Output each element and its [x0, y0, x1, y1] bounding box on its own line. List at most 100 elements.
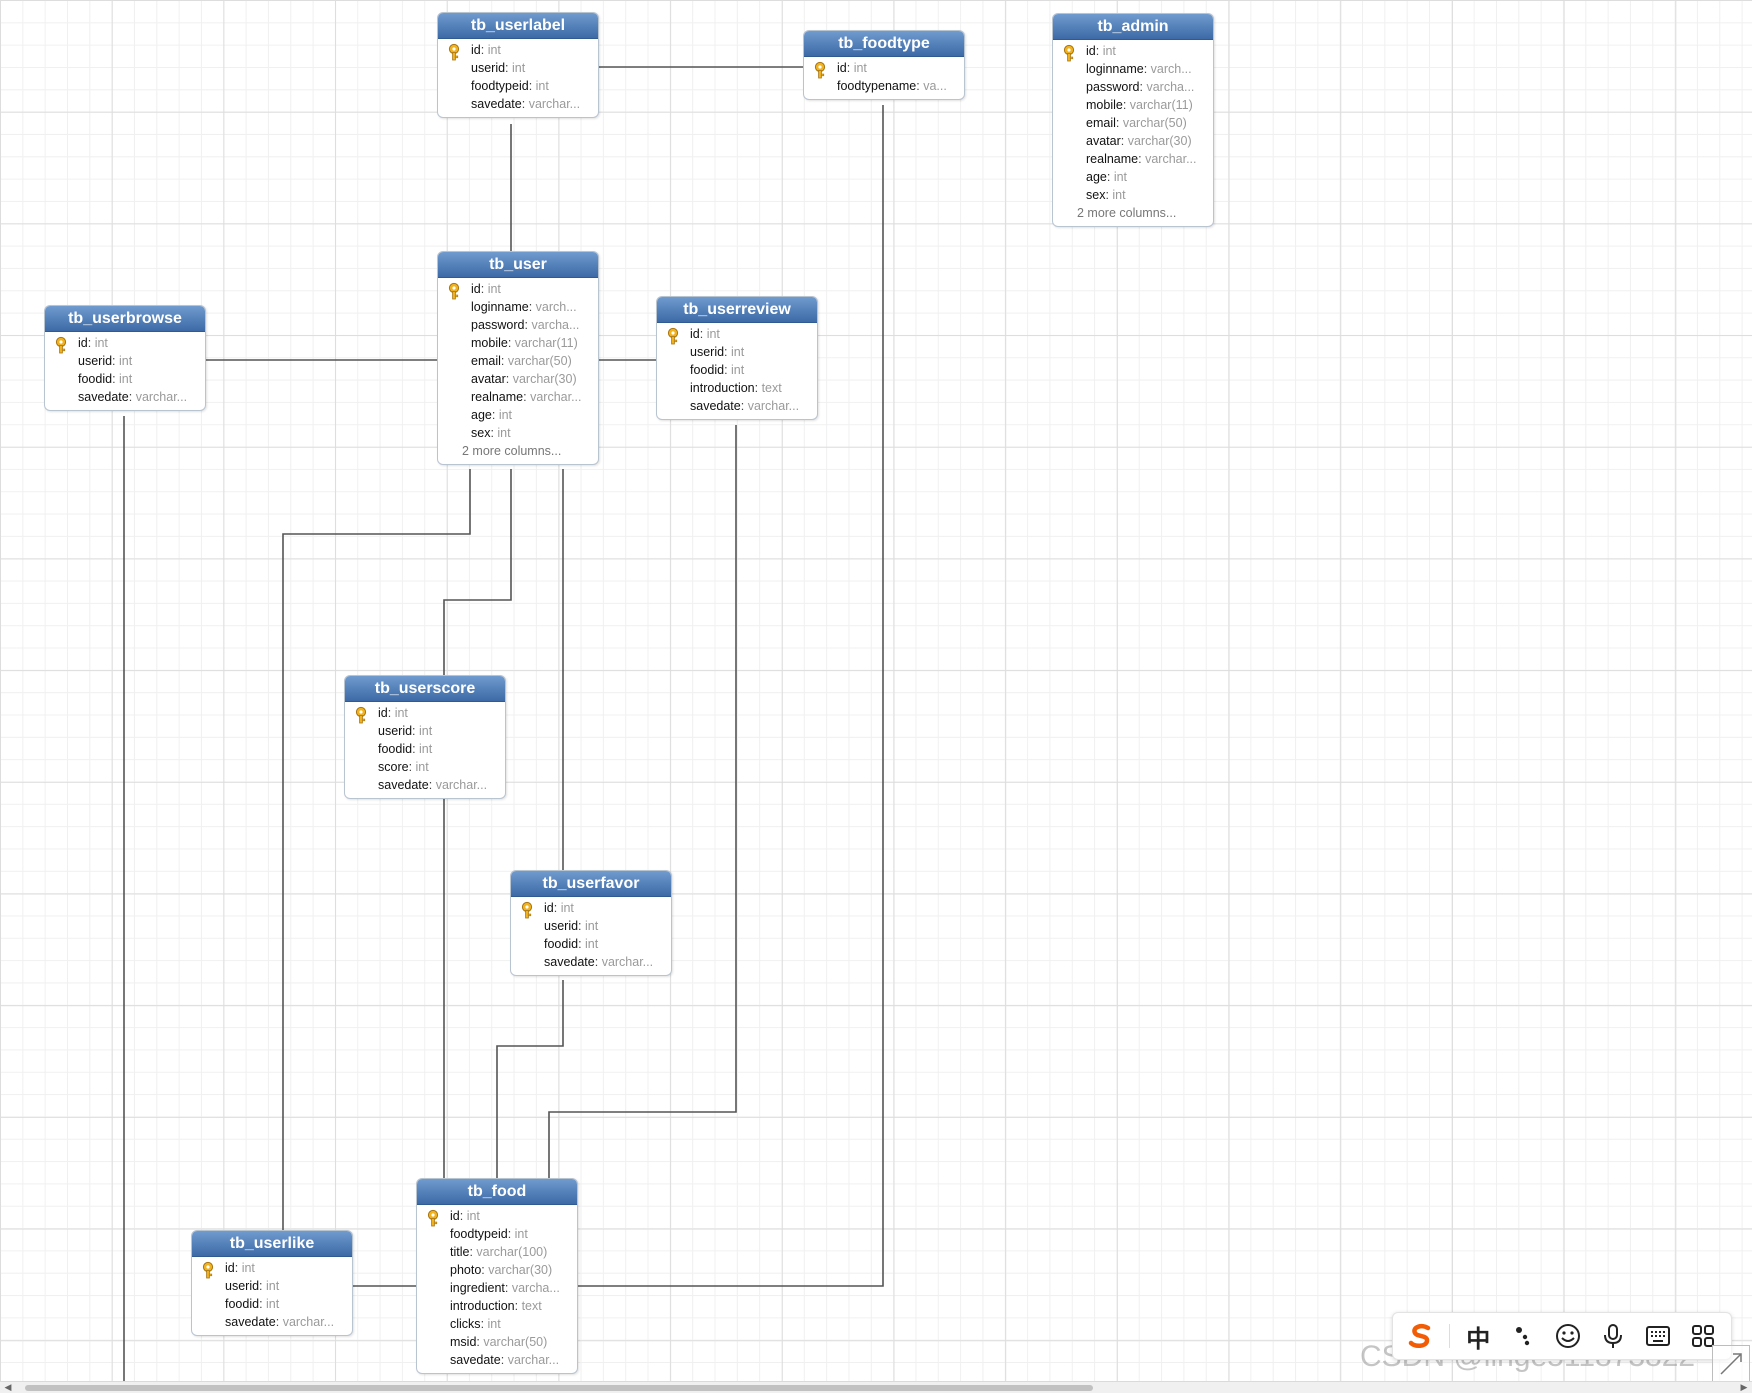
field-row[interactable]: id: int	[345, 704, 505, 722]
field-row[interactable]: age: int	[1053, 168, 1213, 186]
field-row[interactable]: foodtypename: va...	[804, 77, 964, 95]
horizontal-scrollbar[interactable]: ◀ ▶	[0, 1381, 1752, 1393]
field-row[interactable]: sex: int	[438, 424, 598, 442]
microphone-icon[interactable]	[1596, 1319, 1630, 1353]
grid-menu-icon[interactable]	[1686, 1319, 1720, 1353]
field-row[interactable]: foodid: int	[511, 935, 671, 953]
keyboard-icon[interactable]	[1641, 1319, 1675, 1353]
field-row[interactable]: msid: varchar(50)	[417, 1333, 577, 1351]
field-row[interactable]: foodid: int	[345, 740, 505, 758]
field-row[interactable]: introduction: text	[657, 379, 817, 397]
field-row[interactable]: id: int	[657, 325, 817, 343]
more-columns-label[interactable]: 2 more columns...	[462, 444, 562, 458]
relationship-line-tb_userlike-tb_user[interactable]	[282, 469, 471, 1230]
language-toggle-button[interactable]: 中	[1461, 1319, 1495, 1353]
field-row[interactable]: loginname: varch...	[438, 298, 598, 316]
field-row[interactable]: id: int	[438, 41, 598, 59]
field-row[interactable]: foodid: int	[657, 361, 817, 379]
field-type: varchar(30)	[1127, 134, 1192, 148]
field-row[interactable]: savedate: varchar...	[345, 776, 505, 794]
field-row[interactable]: password: varcha...	[438, 316, 598, 334]
field-name: score	[378, 760, 409, 774]
field-type: int	[731, 345, 745, 359]
field-name: savedate	[690, 399, 741, 413]
field-row[interactable]: foodtypeid: int	[438, 77, 598, 95]
entity-title: tb_admin	[1053, 14, 1213, 40]
field-row[interactable]: avatar: varchar(30)	[438, 370, 598, 388]
field-row[interactable]: savedate: varchar...	[657, 397, 817, 415]
scroll-left-icon[interactable]: ◀	[4, 1382, 12, 1392]
field-row[interactable]: id: int	[192, 1259, 352, 1277]
field-separator: :	[408, 760, 416, 774]
field-row[interactable]: savedate: varchar...	[438, 95, 598, 113]
field-row[interactable]: id: int	[1053, 42, 1213, 60]
field-row[interactable]: age: int	[438, 406, 598, 424]
field-row[interactable]: id: int	[417, 1207, 577, 1225]
field-row[interactable]: realname: varchar...	[1053, 150, 1213, 168]
emoji-icon[interactable]	[1551, 1319, 1585, 1353]
field-name: id	[1086, 44, 1096, 58]
scroll-right-icon[interactable]: ▶	[1740, 1382, 1748, 1392]
field-row[interactable]: mobile: varchar(11)	[438, 334, 598, 352]
field-row[interactable]: userid: int	[511, 917, 671, 935]
field-row[interactable]: savedate: varchar...	[45, 388, 205, 406]
field-row[interactable]: score: int	[345, 758, 505, 776]
field-name: userid	[471, 61, 506, 75]
field-row[interactable]: mobile: varchar(11)	[1053, 96, 1213, 114]
scrollbar-thumb[interactable]	[25, 1385, 1093, 1391]
field-row[interactable]: email: varchar(50)	[1053, 114, 1213, 132]
field-row[interactable]: id: int	[804, 59, 964, 77]
field-row[interactable]: userid: int	[45, 352, 205, 370]
sogou-logo-icon[interactable]	[1404, 1319, 1438, 1353]
field-row[interactable]: email: varchar(50)	[438, 352, 598, 370]
field-type: varchar...	[528, 97, 581, 111]
field-row[interactable]: id: int	[511, 899, 671, 917]
field-separator: :	[504, 1281, 512, 1295]
field-row[interactable]: foodid: int	[45, 370, 205, 388]
field-row[interactable]: title: varchar(100)	[417, 1243, 577, 1261]
field-row[interactable]: userid: int	[657, 343, 817, 361]
entity-title: tb_userfavor	[511, 871, 671, 897]
field-row[interactable]: foodid: int	[192, 1295, 352, 1313]
field-row[interactable]: password: varcha...	[1053, 78, 1213, 96]
relationship-line-tb_food-tb_foodtype[interactable]	[577, 105, 884, 1287]
field-row[interactable]: clicks: int	[417, 1315, 577, 1333]
field-row[interactable]: foodtypeid: int	[417, 1225, 577, 1243]
field-type: varchar(50)	[507, 354, 572, 368]
field-row[interactable]: id: int	[438, 280, 598, 298]
more-columns-label[interactable]: 2 more columns...	[1077, 206, 1177, 220]
field-row[interactable]: savedate: varchar...	[511, 953, 671, 971]
field-row[interactable]: loginname: varch...	[1053, 60, 1213, 78]
field-row[interactable]: ingredient: varcha...	[417, 1279, 577, 1297]
field-row[interactable]: savedate: varchar...	[417, 1351, 577, 1369]
field-row[interactable]: avatar: varchar(30)	[1053, 132, 1213, 150]
resize-grip[interactable]	[1712, 1345, 1750, 1383]
field-row[interactable]: userid: int	[438, 59, 598, 77]
field-row[interactable]: photo: varchar(30)	[417, 1261, 577, 1279]
field-row[interactable]: userid: int	[345, 722, 505, 740]
relationship-line-tb_userreview-tb_food[interactable]	[548, 425, 737, 1178]
field-row[interactable]: userid: int	[192, 1277, 352, 1295]
field-row[interactable]: realname: varchar...	[438, 388, 598, 406]
field-row[interactable]: savedate: varchar...	[192, 1313, 352, 1331]
ime-toolbar[interactable]: 中	[1392, 1312, 1732, 1360]
field-row[interactable]: sex: int	[1053, 186, 1213, 204]
field-row[interactable]: id: int	[45, 334, 205, 352]
punctuation-icon[interactable]	[1506, 1319, 1540, 1353]
relationship-line-tb_userfavor-tb_food[interactable]	[496, 980, 564, 1178]
field-row[interactable]: introduction: text	[417, 1297, 577, 1315]
